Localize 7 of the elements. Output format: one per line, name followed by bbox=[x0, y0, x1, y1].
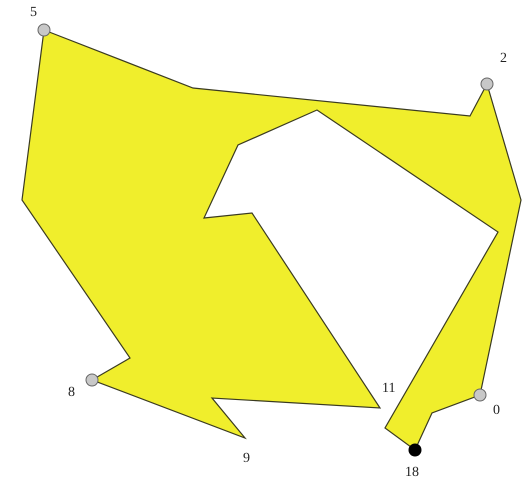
vertex-label: 0 bbox=[493, 404, 500, 418]
vertex-label: 9 bbox=[243, 452, 250, 466]
vertex-label: 11 bbox=[382, 382, 396, 396]
vertex-label: 5 bbox=[30, 6, 37, 20]
vertex-label: 18 bbox=[405, 466, 419, 480]
vertex-label: 8 bbox=[68, 386, 75, 400]
vertex-label: 2 bbox=[500, 52, 507, 66]
